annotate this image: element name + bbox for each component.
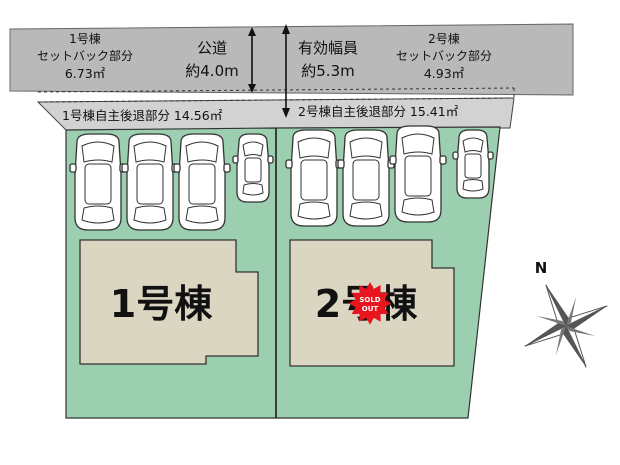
sold-out-badge: SOLD OUT <box>348 282 392 325</box>
parking-car-6 <box>337 129 395 227</box>
setback-lot2-title: セットバック部分 <box>396 48 492 63</box>
voluntary-setback-lot2-label: 2号棟自主後退部分 15.41㎡ <box>298 104 459 119</box>
road-boundary-dashed-line <box>37 87 515 93</box>
parking-car-7 <box>389 125 447 223</box>
parking-car-1 <box>69 133 127 231</box>
parking-car-5 <box>285 129 343 227</box>
effective-width-arrow <box>282 24 290 118</box>
compass-rose-icon <box>524 284 608 368</box>
setback-lot2-name: 2号棟 <box>428 31 460 46</box>
parking-car-4-small <box>232 133 274 203</box>
road-width-arrow <box>248 27 256 93</box>
road-label: 公道 <box>197 39 227 57</box>
parking-car-2 <box>121 133 179 231</box>
road-width-label: 約4.0m <box>185 62 238 80</box>
parking-car-3 <box>173 133 231 231</box>
building-lot-1 <box>79 239 259 365</box>
voluntary-setback-lot1-label: 1号棟自主後退部分 14.56㎡ <box>62 108 223 123</box>
effective-width-title: 有効幅員 <box>298 39 358 57</box>
sold-out-line-1: SOLD <box>359 296 380 304</box>
effective-width-value: 約5.3m <box>301 62 354 80</box>
sold-out-line-2: OUT <box>362 305 379 313</box>
road <box>9 23 574 96</box>
setback-lot1-name: 1号棟 <box>69 31 101 46</box>
compass-north-label: N <box>535 259 548 277</box>
building-lot1-label: 1号棟 <box>110 282 213 326</box>
setback-lot1-area: 6.73㎡ <box>65 66 106 81</box>
setback-lot1-title: セットバック部分 <box>37 48 133 63</box>
parking-car-8-small <box>452 129 494 199</box>
voluntary-setback-strip <box>36 97 515 131</box>
setback-dashed-line <box>37 97 515 103</box>
setback-lot2-area: 4.93㎡ <box>424 66 465 81</box>
